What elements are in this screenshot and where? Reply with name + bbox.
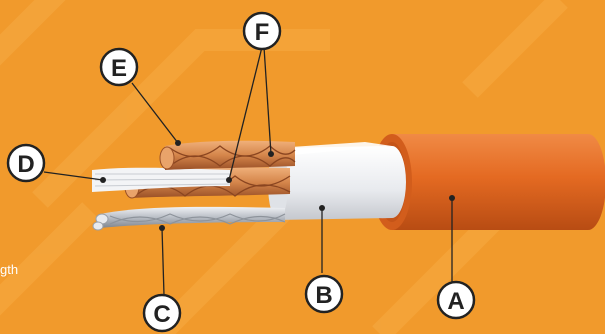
- callout-c-label: C: [153, 301, 170, 328]
- partial-caption-text: gth: [0, 262, 19, 277]
- leader-line-e: [131, 82, 179, 144]
- callout-f: F: [242, 11, 282, 51]
- leader-lines: [43, 46, 453, 296]
- callout-a-label: A: [447, 288, 464, 315]
- callout-b: B: [304, 274, 344, 314]
- callout-c: C: [142, 293, 182, 333]
- leader-line-c: [161, 227, 165, 296]
- callout-f-label: F: [255, 19, 270, 46]
- leader-line-f2: [263, 46, 272, 155]
- callout-b-label: B: [315, 282, 332, 309]
- leader-dots: [100, 140, 455, 231]
- callout-d-label: D: [17, 151, 34, 178]
- callout-e: E: [99, 47, 139, 87]
- copper-pair-upper: [159, 140, 296, 170]
- leader-line-f1: [228, 46, 263, 181]
- insulation-strands: [92, 167, 231, 192]
- outer-jacket: [372, 134, 605, 230]
- callout-e-label: E: [111, 55, 127, 82]
- callout-d: D: [6, 143, 46, 183]
- leader-line-d: [43, 171, 104, 181]
- callout-a: A: [436, 280, 476, 320]
- drain-wire: [92, 206, 286, 231]
